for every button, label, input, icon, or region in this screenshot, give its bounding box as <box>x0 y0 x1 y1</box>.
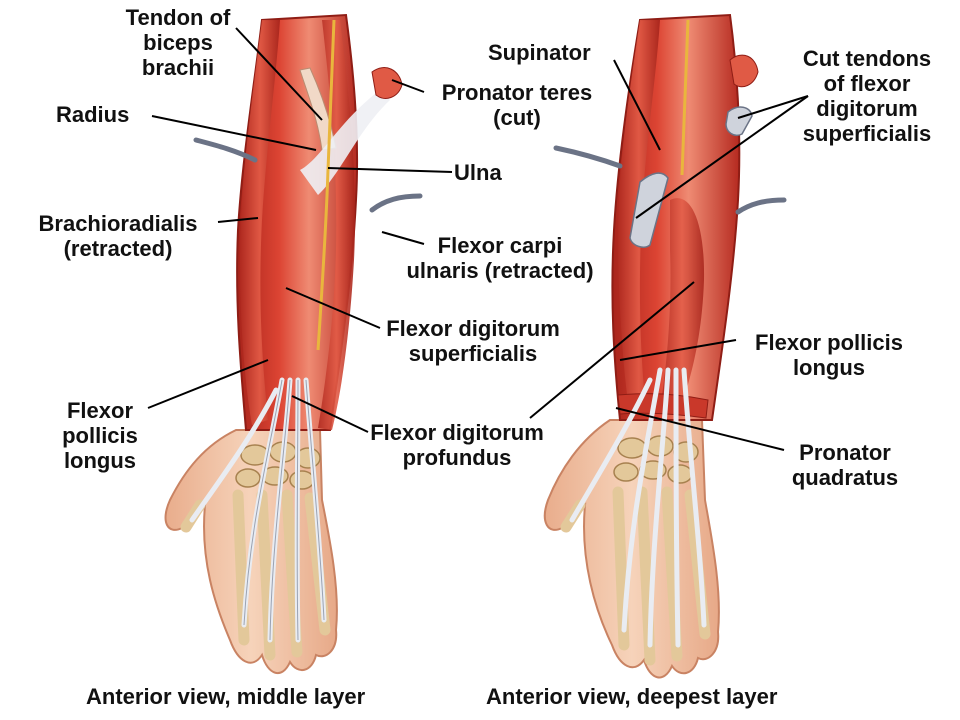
leader-pronator-quadratus <box>615 407 785 451</box>
leader-brachioradialis <box>217 217 259 223</box>
leader-fdp-deep <box>529 281 695 419</box>
arm-deepest-layer <box>543 13 787 679</box>
label-ulna: Ulna <box>454 160 502 185</box>
leader-flexor-carpi-ulnaris <box>381 231 425 245</box>
label-fpl: Flexor pollicis longus <box>62 398 138 473</box>
leader-supinator <box>613 59 661 151</box>
label-cut-tendons: Cut tendons of flexor digitorum superfic… <box>802 46 932 146</box>
arm-middle-layer <box>164 13 423 674</box>
leader-radius <box>151 115 317 151</box>
label-radius: Radius <box>56 102 130 127</box>
label-fds: Flexor digitorum superficialis <box>386 316 560 366</box>
leader-tendon-biceps <box>235 27 323 121</box>
caption-deepest-layer: Anterior view, deepest layer <box>486 684 778 709</box>
label-brachioradialis: Brachioradialis (retracted) <box>38 211 198 261</box>
label-flexor-carpi-ulnaris: Flexor carpi ulnaris (retracted) <box>406 233 594 283</box>
leader-ulna <box>327 167 453 173</box>
leader-cut-tendons-a <box>635 95 809 219</box>
label-pronator-quadratus: Pronator quadratus <box>791 440 899 490</box>
caption-middle-layer: Anterior view, middle layer <box>86 684 366 709</box>
label-supinator: Supinator <box>488 40 591 65</box>
leader-fdp <box>291 395 369 433</box>
label-fdp: Flexor digitorum profundus <box>370 420 544 470</box>
label-fpl-deep: Flexor pollicis longus <box>755 330 903 380</box>
leader-cut-tendons-b <box>737 95 809 119</box>
leader-fpl <box>147 359 269 409</box>
leader-pronator-teres <box>391 79 425 93</box>
leader-fpl-deep <box>619 339 737 361</box>
leader-fds <box>285 287 381 329</box>
label-pronator-teres: Pronator teres (cut) <box>441 80 593 130</box>
label-tendon-biceps: Tendon of biceps brachii <box>125 5 231 80</box>
leader-lines <box>147 27 809 451</box>
